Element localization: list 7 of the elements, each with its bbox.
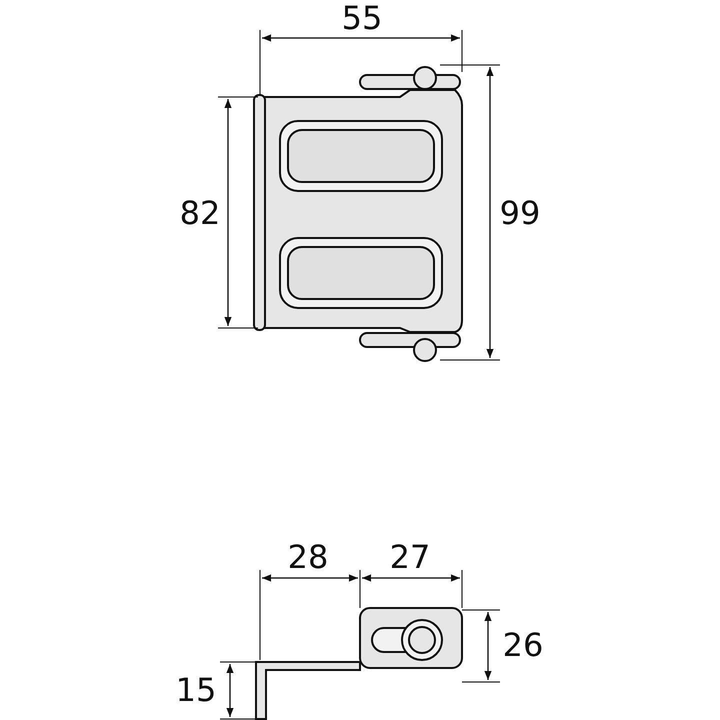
dimension-label: 82 [180,197,220,229]
dimension-label: 27 [390,541,430,573]
dimension-label: 55 [342,2,382,34]
dimension-label: 15 [176,674,216,706]
dimension-label: 28 [288,541,328,573]
dimension-label: 26 [502,629,544,661]
dimension-label: 99 [500,197,540,229]
